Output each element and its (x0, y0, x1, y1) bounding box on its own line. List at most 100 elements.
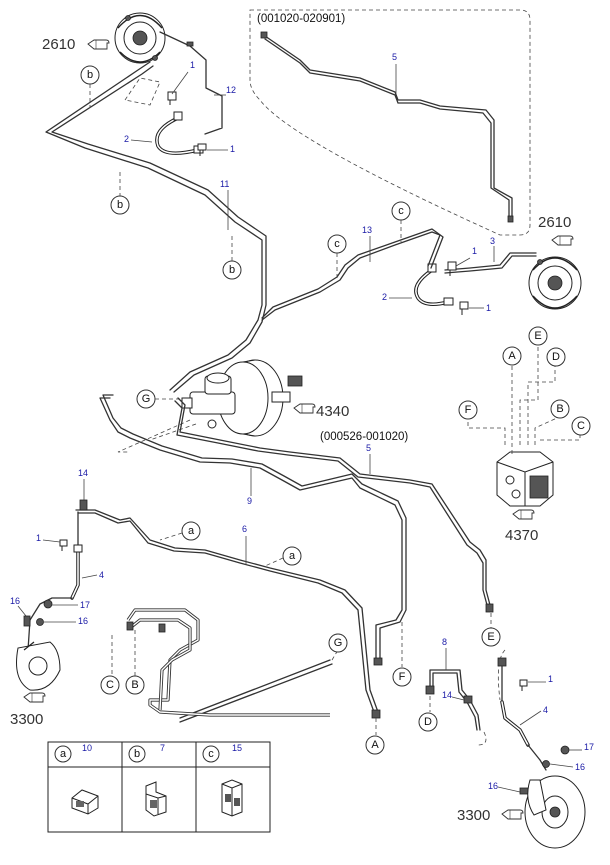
svg-text:G: G (142, 393, 151, 405)
ref-4340: 4340 (316, 403, 349, 420)
callout-a2: a (282, 546, 302, 566)
callout-A1: A (365, 735, 385, 755)
part-6-label: 6 (242, 524, 247, 534)
legend-letter-b: b (134, 748, 140, 760)
svg-text:B: B (556, 403, 563, 415)
ref-2610-left: 2610 (42, 36, 75, 53)
svg-text:a: a (188, 525, 195, 537)
svg-text:E: E (487, 631, 494, 643)
callout-C1: C (100, 675, 120, 695)
callout-E2: E (528, 326, 548, 346)
callout-B2: B (550, 399, 570, 419)
part-17b-label: 17 (584, 742, 594, 752)
pointer-hand-icon (551, 235, 574, 246)
part-13-label: 13 (362, 225, 372, 235)
part-14b-label: 14 (442, 690, 452, 700)
callout-F1: F (392, 667, 412, 687)
part-4a-label: 4 (99, 570, 104, 580)
pointer-hand-icon (87, 39, 110, 50)
svg-text:c: c (398, 205, 404, 217)
svg-text:D: D (552, 351, 560, 363)
part-8-label: 8 (442, 637, 447, 647)
part-1f-label: 1 (548, 674, 553, 684)
variant-region-outline (249, 9, 531, 236)
callout-G2: G (328, 633, 348, 653)
svg-text:C: C (577, 420, 585, 432)
pointer-hand-icon (23, 692, 46, 703)
callout-E1: E (481, 627, 501, 647)
svg-text:F: F (465, 404, 472, 416)
part-17a-label: 17 (80, 600, 90, 610)
svg-text:B: B (131, 679, 138, 691)
callout-B1: B (125, 675, 145, 695)
part-5a-label: 5 (392, 52, 397, 62)
svg-text:G: G (334, 637, 343, 649)
callout-G1: G (136, 389, 156, 409)
callout-c2: c (327, 234, 347, 254)
part-16a-label: 16 (10, 596, 20, 606)
svg-text:a: a (289, 550, 296, 562)
clip-icon (221, 779, 243, 817)
top-range-note: (001020-020901) (257, 13, 345, 25)
pointer-hand-icon (293, 403, 316, 414)
pointer-hand-icon (512, 509, 535, 520)
callout-c1: c (391, 201, 411, 221)
callout-A2: A (502, 346, 522, 366)
part-2a-label: 2 (124, 134, 129, 144)
legend-part-a: 10 (82, 743, 92, 753)
svg-text:A: A (508, 350, 516, 362)
legend-part-c: 15 (232, 743, 242, 753)
part-4b-label: 4 (543, 705, 548, 715)
callout-a1: a (181, 521, 201, 541)
svg-text:C: C (106, 679, 114, 691)
ref-3300-left: 3300 (10, 711, 43, 728)
callout-b1: b (80, 65, 100, 85)
pointer-hand-icon (501, 809, 524, 820)
brake-booster (217, 359, 303, 437)
part-14a-label: 14 (78, 468, 88, 478)
abs-hydraulic-unit (496, 451, 554, 507)
callout-b3: b (222, 260, 242, 280)
svg-text:A: A (371, 739, 379, 751)
legend-letter-a: a (60, 748, 67, 760)
left-rear-backing-plate (114, 12, 166, 64)
master-cylinder (181, 372, 236, 429)
callout-D1: D (418, 712, 438, 732)
part-1e-label: 1 (36, 533, 41, 543)
part-1a-label: 1 (190, 60, 195, 70)
svg-text:b: b (117, 199, 123, 211)
part-16c-label: 16 (575, 762, 585, 772)
mid-range-note: (000526-001020) (320, 431, 408, 443)
svg-text:c: c (334, 238, 340, 250)
part-5b-label: 5 (366, 443, 371, 453)
part-1c-label: 1 (472, 246, 477, 256)
part-1b-label: 1 (230, 144, 235, 154)
svg-text:D: D (424, 716, 432, 728)
right-rear-backing-plate (528, 256, 582, 310)
part-11-label: 11 (220, 179, 229, 189)
ref-2610-right: 2610 (538, 214, 571, 231)
callout-b2: b (110, 195, 130, 215)
legend-cell-b: b 7 (128, 743, 167, 817)
legend-cell-c: c 15 (202, 743, 243, 817)
part-16b-label: 16 (78, 616, 88, 626)
clip-legend-table: a 10 b 7 c 15 (47, 741, 271, 833)
clip-icon (145, 781, 167, 817)
callout-C2: C (571, 416, 591, 436)
part-3-label: 3 (490, 236, 495, 246)
part-9-label: 9 (247, 496, 252, 506)
svg-text:E: E (534, 330, 541, 342)
callout-D2: D (546, 347, 566, 367)
legend-part-b: 7 (160, 743, 165, 753)
right-front-disc-brake (524, 775, 586, 849)
legend-letter-c: c (208, 748, 214, 760)
ref-4370: 4370 (505, 527, 538, 544)
svg-text:F: F (399, 671, 406, 683)
svg-text:b: b (87, 69, 93, 81)
ref-3300-right: 3300 (457, 807, 490, 824)
callout-F2: F (458, 400, 478, 420)
clip-icon (71, 789, 99, 815)
legend-cell-a: a 10 (54, 743, 99, 815)
part-12-label: 12 (226, 85, 236, 95)
